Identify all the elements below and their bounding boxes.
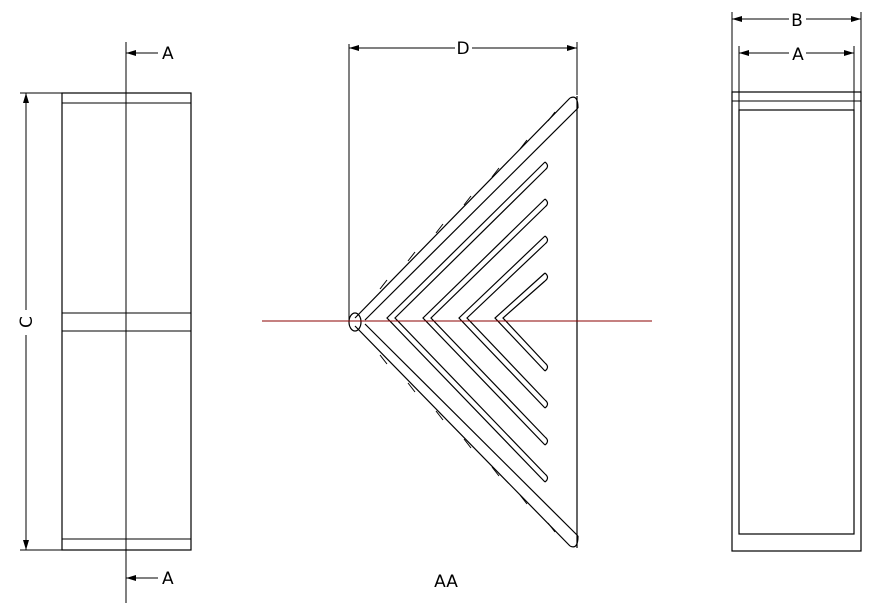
section-label-bottom: A — [162, 569, 174, 589]
dim-a-arrow-right — [844, 50, 854, 56]
outer-shell-tip-top — [569, 96, 579, 109]
dim-b-label: B — [791, 11, 803, 31]
hatch-lower — [379, 354, 556, 533]
outer-shell-lower — [354, 325, 571, 547]
outer-shell-upper — [354, 97, 571, 319]
section-label-top: A — [162, 44, 174, 64]
dim-a-arrow-left — [739, 50, 749, 56]
outer-shell-lower-inner — [364, 323, 579, 537]
section-arrowhead-top — [126, 50, 136, 56]
fin-2 — [422, 198, 549, 446]
dim-d-label: D — [456, 39, 469, 59]
fin-1 — [386, 161, 549, 483]
dim-c-arrow-top — [23, 93, 29, 103]
dim-d-arrow-right — [567, 45, 577, 51]
dim-b-arrow-right — [851, 16, 861, 22]
hatch-upper — [379, 111, 556, 290]
side-view-outline — [731, 91, 862, 552]
outer-shell-upper-inner — [364, 107, 579, 321]
nose-bead — [348, 312, 362, 332]
dim-c-arrow-bottom — [23, 540, 29, 550]
dim-a-label: A — [792, 45, 804, 65]
section-arrowhead-bottom — [126, 575, 136, 581]
side-view: B A — [731, 11, 862, 552]
section-view: D — [262, 39, 652, 592]
fin-4 — [494, 272, 549, 372]
outer-shell-tip-bottom — [569, 535, 579, 548]
side-inner-panel — [738, 109, 855, 535]
dim-d-arrow-left — [349, 45, 359, 51]
dim-b-arrow-left — [732, 16, 742, 22]
fin-3 — [458, 235, 549, 409]
dim-c-label: C — [17, 316, 37, 328]
section-title: AA — [434, 572, 458, 592]
front-view: A A C — [17, 42, 192, 603]
